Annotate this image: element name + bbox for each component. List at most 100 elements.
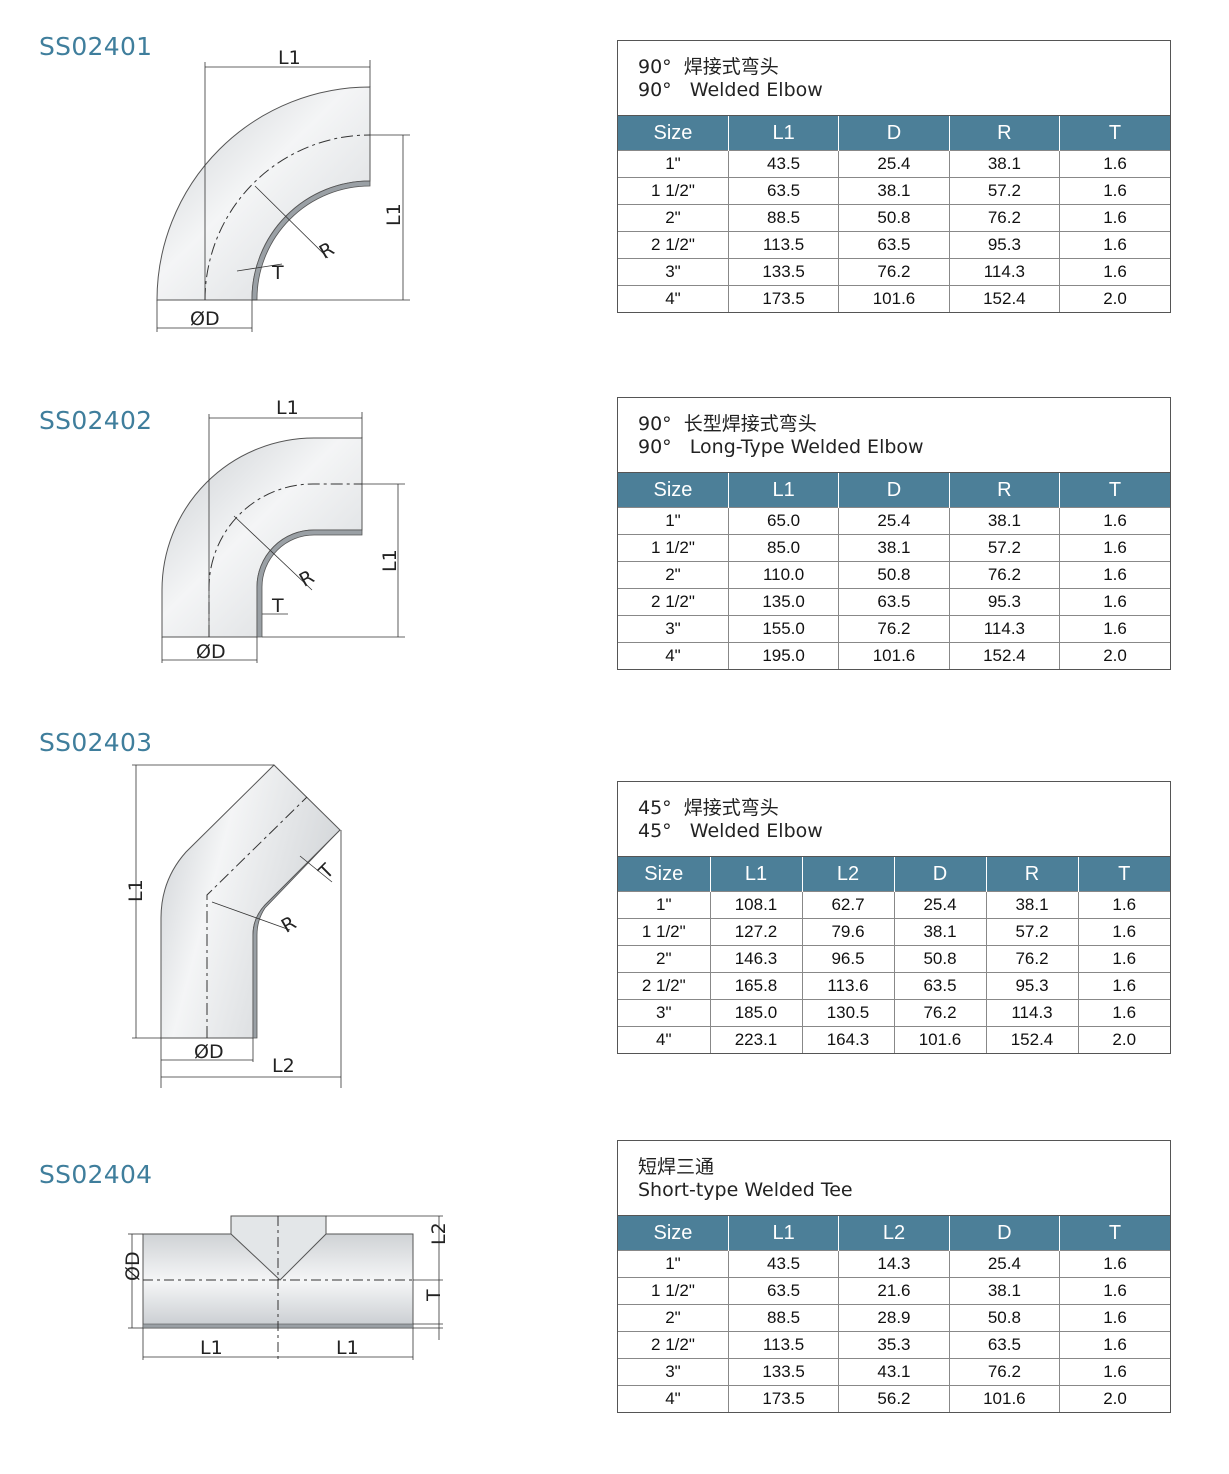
table-cell: 101.6 — [948, 1385, 1060, 1412]
col-header: R — [985, 857, 1078, 892]
elbow-90-long-drawing: L1 L1 R T ØD — [161, 397, 405, 663]
table-cell: 1.6 — [1059, 561, 1170, 589]
table-cell: 28.9 — [838, 1304, 950, 1332]
dim-d: ØD — [196, 641, 226, 663]
col-header: T — [1059, 1216, 1170, 1251]
dim-d: ØD — [122, 1251, 144, 1281]
table-cell: 43.5 — [727, 150, 839, 178]
table-cell: 1.6 — [1059, 177, 1170, 205]
title-en: 90° Welded Elbow — [638, 79, 823, 101]
table-cell: 135.0 — [727, 588, 839, 616]
table-cell: 101.6 — [893, 1026, 986, 1053]
dim-l2: L2 — [272, 1055, 295, 1077]
table-cell: 79.6 — [801, 918, 894, 946]
table-cell: 57.2 — [948, 534, 1060, 562]
table-cell: 1.6 — [1059, 1304, 1170, 1332]
table-cell: 63.5 — [727, 177, 839, 205]
table-cell: 1 1/2" — [618, 534, 729, 562]
table-cell: 63.5 — [893, 972, 986, 1000]
table-cell: 76.2 — [985, 945, 1078, 973]
table-cell: 2 1/2" — [618, 231, 729, 259]
col-header: Size — [618, 116, 729, 151]
table-cell: 2" — [618, 945, 710, 973]
table-cell: 195.0 — [727, 642, 839, 669]
product-code-ss02404: SS02404 — [39, 1160, 153, 1189]
table-cell: 76.2 — [948, 204, 1060, 232]
table-cell: 2" — [618, 204, 729, 232]
title-cn: 90° 焊接式弯头 — [638, 56, 779, 78]
spec-title: 90° 焊接式弯头 90° Welded Elbow — [618, 41, 1170, 116]
table-cell: 3" — [618, 1358, 729, 1386]
table-cell: 114.3 — [948, 615, 1060, 643]
table-cell: 1.6 — [1077, 999, 1170, 1027]
spec-table-ss02401: 90° 焊接式弯头 90° Welded Elbow Size L1 D R T… — [617, 40, 1171, 313]
table-cell: 1.6 — [1077, 918, 1170, 946]
table-cell: 1.6 — [1059, 1331, 1170, 1359]
col-header: R — [948, 116, 1060, 151]
table-cell: 21.6 — [838, 1277, 950, 1305]
dim-d: ØD — [194, 1041, 224, 1063]
table-cell: 101.6 — [838, 642, 950, 669]
col-header: L2 — [801, 857, 894, 892]
table-cell: 76.2 — [838, 258, 950, 286]
col-header: R — [948, 473, 1060, 508]
table-cell: 164.3 — [801, 1026, 894, 1053]
table-cell: 1.6 — [1059, 534, 1170, 562]
title-cn: 90° 长型焊接式弯头 — [638, 413, 817, 435]
table-cell: 2.0 — [1059, 642, 1170, 669]
table-cell: 95.3 — [948, 588, 1060, 616]
table-cell: 2 1/2" — [618, 1331, 729, 1359]
dim-t: T — [423, 1289, 445, 1302]
table-cell: 76.2 — [948, 1358, 1060, 1386]
elbow-45-drawing: L1 R T ØD L2 — [125, 764, 342, 1088]
table-cell: 1.6 — [1059, 1358, 1170, 1386]
table-cell: 185.0 — [709, 999, 802, 1027]
table-cell: 25.4 — [838, 507, 950, 535]
table-cell: 85.0 — [727, 534, 839, 562]
table-cell: 65.0 — [727, 507, 839, 535]
dim-l1-left: L1 — [200, 1337, 223, 1359]
table-cell: 1.6 — [1077, 972, 1170, 1000]
table-cell: 1" — [618, 150, 729, 178]
table-cell: 50.8 — [838, 204, 950, 232]
col-header: T — [1059, 473, 1170, 508]
table-cell: 1 1/2" — [618, 918, 710, 946]
table-cell: 4" — [618, 285, 729, 312]
table-cell: 38.1 — [838, 534, 950, 562]
col-header: L1 — [727, 116, 839, 151]
table-cell: 101.6 — [838, 285, 950, 312]
table-cell: 2" — [618, 561, 729, 589]
title-cn: 45° 焊接式弯头 — [638, 797, 779, 819]
table-cell: 50.8 — [838, 561, 950, 589]
table-cell: 56.2 — [838, 1385, 950, 1412]
elbow-90-drawing: L1 L1 R T ØD — [156, 47, 410, 332]
dim-r: R — [316, 238, 338, 264]
dim-t: T — [271, 262, 284, 284]
table-cell: 108.1 — [709, 891, 802, 919]
dim-l1-side: L1 — [383, 203, 405, 226]
table-cell: 50.8 — [948, 1304, 1060, 1332]
table-cell: 152.4 — [948, 285, 1060, 312]
table-cell: 1.6 — [1059, 588, 1170, 616]
table-cell: 1.6 — [1059, 1277, 1170, 1305]
col-header: D — [838, 473, 950, 508]
col-header: Size — [618, 473, 729, 508]
table-cell: 1.6 — [1077, 945, 1170, 973]
table-cell: 38.1 — [838, 177, 950, 205]
table-cell: 2.0 — [1059, 1385, 1170, 1412]
title-en: 90° Long-Type Welded Elbow — [638, 436, 924, 458]
table-cell: 114.3 — [948, 258, 1060, 286]
